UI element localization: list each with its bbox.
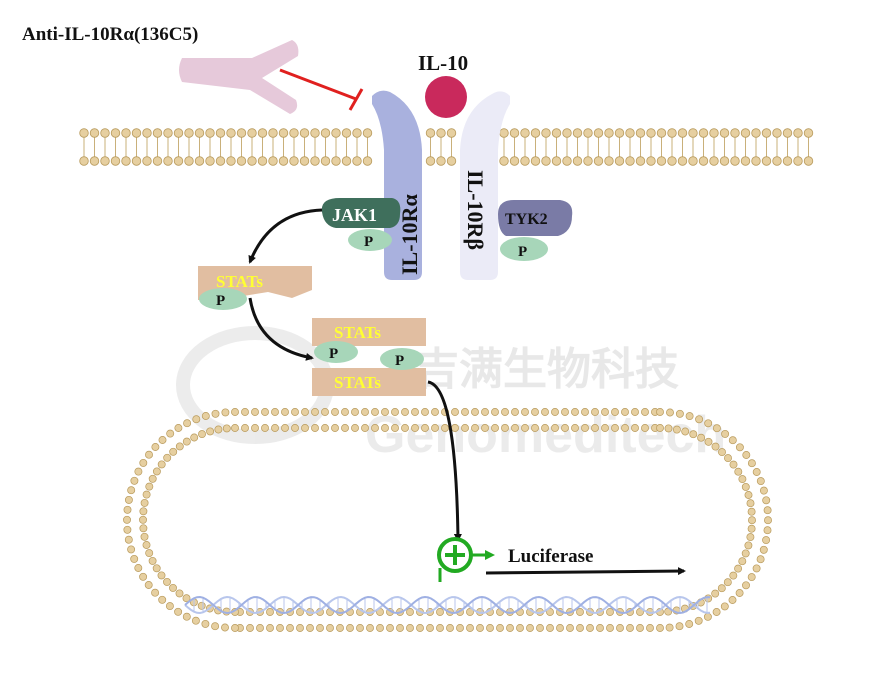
stat-dimer-bottom-label: STATs xyxy=(334,373,381,392)
antibody-label: Anti-IL-10Rα(136C5) xyxy=(22,24,198,45)
tyk2-phospho-label: P xyxy=(518,244,527,260)
stat-monomer: STATs P xyxy=(198,266,312,310)
stat-monomer-phospho xyxy=(199,288,247,310)
nucleus-membrane xyxy=(123,408,772,632)
cell-membrane xyxy=(79,128,814,166)
watermark-logo xyxy=(176,326,334,444)
watermark: 吉满生物科技 Genomeditech xyxy=(176,326,726,464)
jak1-phospho xyxy=(348,229,392,251)
promoter-plus-icon xyxy=(437,537,495,582)
tyk2-phospho xyxy=(500,237,548,261)
watermark-cn: 吉满生物科技 xyxy=(415,344,679,395)
il10-label: IL-10 xyxy=(418,51,468,75)
luciferase-label: Luciferase xyxy=(508,546,593,567)
stat-monomer-phospho-label: P xyxy=(216,293,225,309)
stat-dimer-phospho-left-label: P xyxy=(329,346,338,362)
tyk2-kinase: TYK2 P xyxy=(498,200,573,261)
stat-dimer-phospho-right-label: P xyxy=(395,353,404,369)
activation-arrow-stat-to-dimer xyxy=(248,297,314,361)
stat-monomer-label: STATs xyxy=(216,272,263,291)
luciferase-expression-arrow xyxy=(485,567,686,576)
jak1-label: JAK1 xyxy=(332,205,377,225)
il10r-alpha-label: IL-10Rα xyxy=(397,194,422,275)
stat-dimer: STATs STATs P P xyxy=(312,318,426,396)
stat-dimer-phospho-left xyxy=(314,341,358,363)
stat-dimer-top-label: STATs xyxy=(334,323,381,342)
il10r-beta-label: IL-10Rβ xyxy=(463,170,488,250)
il10r-beta-receptor xyxy=(460,91,510,280)
tyk2-label: TYK2 xyxy=(505,211,548,228)
translocation-arrow xyxy=(427,380,462,542)
dna-helix xyxy=(184,595,711,615)
activation-arrow-jak-to-stat xyxy=(248,208,323,264)
jak1-phospho-label: P xyxy=(364,234,373,250)
stat-dimer-phospho-right xyxy=(380,348,424,370)
il10-ligand xyxy=(425,76,467,118)
jak1-kinase: JAK1 P xyxy=(321,198,401,251)
antibody-icon xyxy=(179,40,299,114)
inhibition-arrow xyxy=(279,68,364,111)
stat-dimer-bottom xyxy=(312,368,426,396)
